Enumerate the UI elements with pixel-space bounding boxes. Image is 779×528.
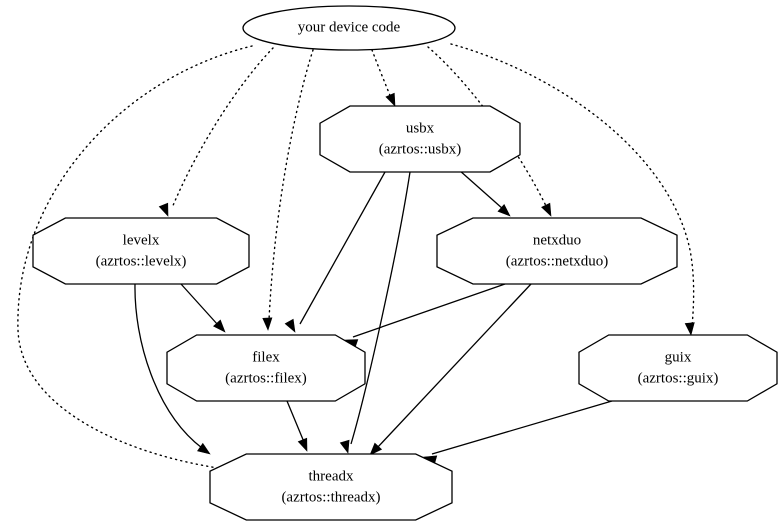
arrowhead-device-usbx bbox=[385, 92, 396, 107]
arrowhead-filex-threadx bbox=[297, 437, 308, 452]
node-shape-levelx[interactable] bbox=[32, 217, 250, 285]
node-shape-filex[interactable] bbox=[166, 334, 366, 402]
node-guix[interactable]: guix(azrtos::guix) bbox=[578, 334, 778, 402]
node-shape-usbx[interactable] bbox=[319, 105, 521, 173]
edge-line-device-levelx bbox=[171, 47, 274, 209]
edge-usbx-netxduo bbox=[458, 169, 511, 217]
arrowhead-device-netxduo bbox=[541, 202, 552, 217]
edge-line-usbx-filex bbox=[299, 171, 386, 325]
edge-usbx-filex bbox=[284, 171, 386, 333]
node-device[interactable]: your device code bbox=[242, 5, 456, 51]
node-shape-device[interactable] bbox=[242, 5, 456, 51]
node-shape-threadx[interactable] bbox=[209, 453, 453, 521]
arrowhead-device-levelx bbox=[158, 202, 169, 217]
edge-line-device-filex bbox=[268, 49, 314, 321]
arrowhead-levelx-filex bbox=[213, 319, 226, 333]
edge-usbx-threadx bbox=[339, 171, 411, 454]
node-label-primary-netxduo: netxduo bbox=[533, 232, 581, 248]
node-netxduo[interactable]: netxduo(azrtos::netxduo) bbox=[436, 217, 678, 285]
arrowhead-usbx-filex bbox=[284, 318, 296, 333]
edge-line-netxduo-filex bbox=[352, 283, 506, 338]
edge-levelx-threadx bbox=[134, 283, 211, 455]
node-shape-guix[interactable] bbox=[578, 334, 778, 402]
node-filex[interactable]: filex(azrtos::filex) bbox=[166, 334, 366, 402]
edge-filex-threadx bbox=[286, 400, 308, 452]
arrowhead-device-filex bbox=[262, 317, 273, 331]
node-shape-netxduo[interactable] bbox=[436, 217, 678, 285]
node-threadx[interactable]: threadx(azrtos::threadx) bbox=[209, 453, 453, 521]
edge-line-levelx-filex bbox=[180, 283, 219, 326]
node-label-secondary-guix: (azrtos::guix) bbox=[638, 370, 719, 386]
edge-line-netxduo-threadx bbox=[376, 283, 532, 449]
edge-device-levelx bbox=[158, 47, 274, 217]
edge-line-levelx-threadx bbox=[134, 283, 203, 449]
arrowhead-device-guix bbox=[684, 322, 695, 336]
node-label-primary-guix: guix bbox=[665, 349, 692, 365]
node-levelx[interactable]: levelx(azrtos::levelx) bbox=[32, 217, 250, 285]
edge-netxduo-threadx bbox=[369, 283, 532, 456]
edge-line-device-netxduo bbox=[427, 46, 548, 209]
edge-line-filex-threadx bbox=[286, 400, 305, 443]
edge-device-guix bbox=[450, 43, 695, 336]
node-label-secondary-netxduo: (azrtos::netxduo) bbox=[506, 253, 608, 269]
node-label-secondary-usbx: (azrtos::usbx) bbox=[379, 141, 461, 157]
edge-guix-threadx bbox=[423, 400, 613, 466]
node-label-primary-filex: filex bbox=[252, 349, 280, 365]
edge-line-usbx-netxduo bbox=[458, 169, 504, 210]
node-label-primary-levelx: levelx bbox=[123, 232, 160, 248]
edge-line-usbx-threadx bbox=[350, 171, 411, 445]
nodes-layer: your device codeusbx(azrtos::usbx)levelx… bbox=[32, 5, 778, 521]
node-label-primary-threadx: threadx bbox=[309, 468, 354, 484]
edge-line-device-threadx bbox=[17, 45, 253, 471]
arrowhead-levelx-threadx bbox=[197, 442, 211, 455]
node-label-secondary-levelx: (azrtos::levelx) bbox=[96, 253, 187, 269]
node-label-secondary-threadx: (azrtos::threadx) bbox=[281, 489, 380, 505]
edge-levelx-filex bbox=[180, 283, 226, 333]
node-label-secondary-filex: (azrtos::filex) bbox=[225, 370, 307, 386]
edge-device-usbx bbox=[371, 49, 396, 107]
edges-layer bbox=[17, 43, 695, 474]
arrowhead-usbx-netxduo bbox=[497, 204, 511, 217]
edge-line-guix-threadx bbox=[431, 400, 613, 455]
edge-line-device-usbx bbox=[371, 49, 392, 99]
node-label-primary-usbx: usbx bbox=[406, 120, 435, 136]
edge-line-device-guix bbox=[450, 43, 695, 327]
edge-device-netxduo bbox=[427, 46, 552, 217]
edge-device-filex bbox=[262, 49, 314, 331]
node-usbx[interactable]: usbx(azrtos::usbx) bbox=[319, 105, 521, 173]
edge-netxduo-filex bbox=[344, 283, 506, 349]
arrowhead-netxduo-threadx bbox=[369, 442, 383, 456]
arrowhead-usbx-threadx bbox=[339, 439, 350, 454]
node-label-primary-device: your device code bbox=[298, 19, 401, 35]
